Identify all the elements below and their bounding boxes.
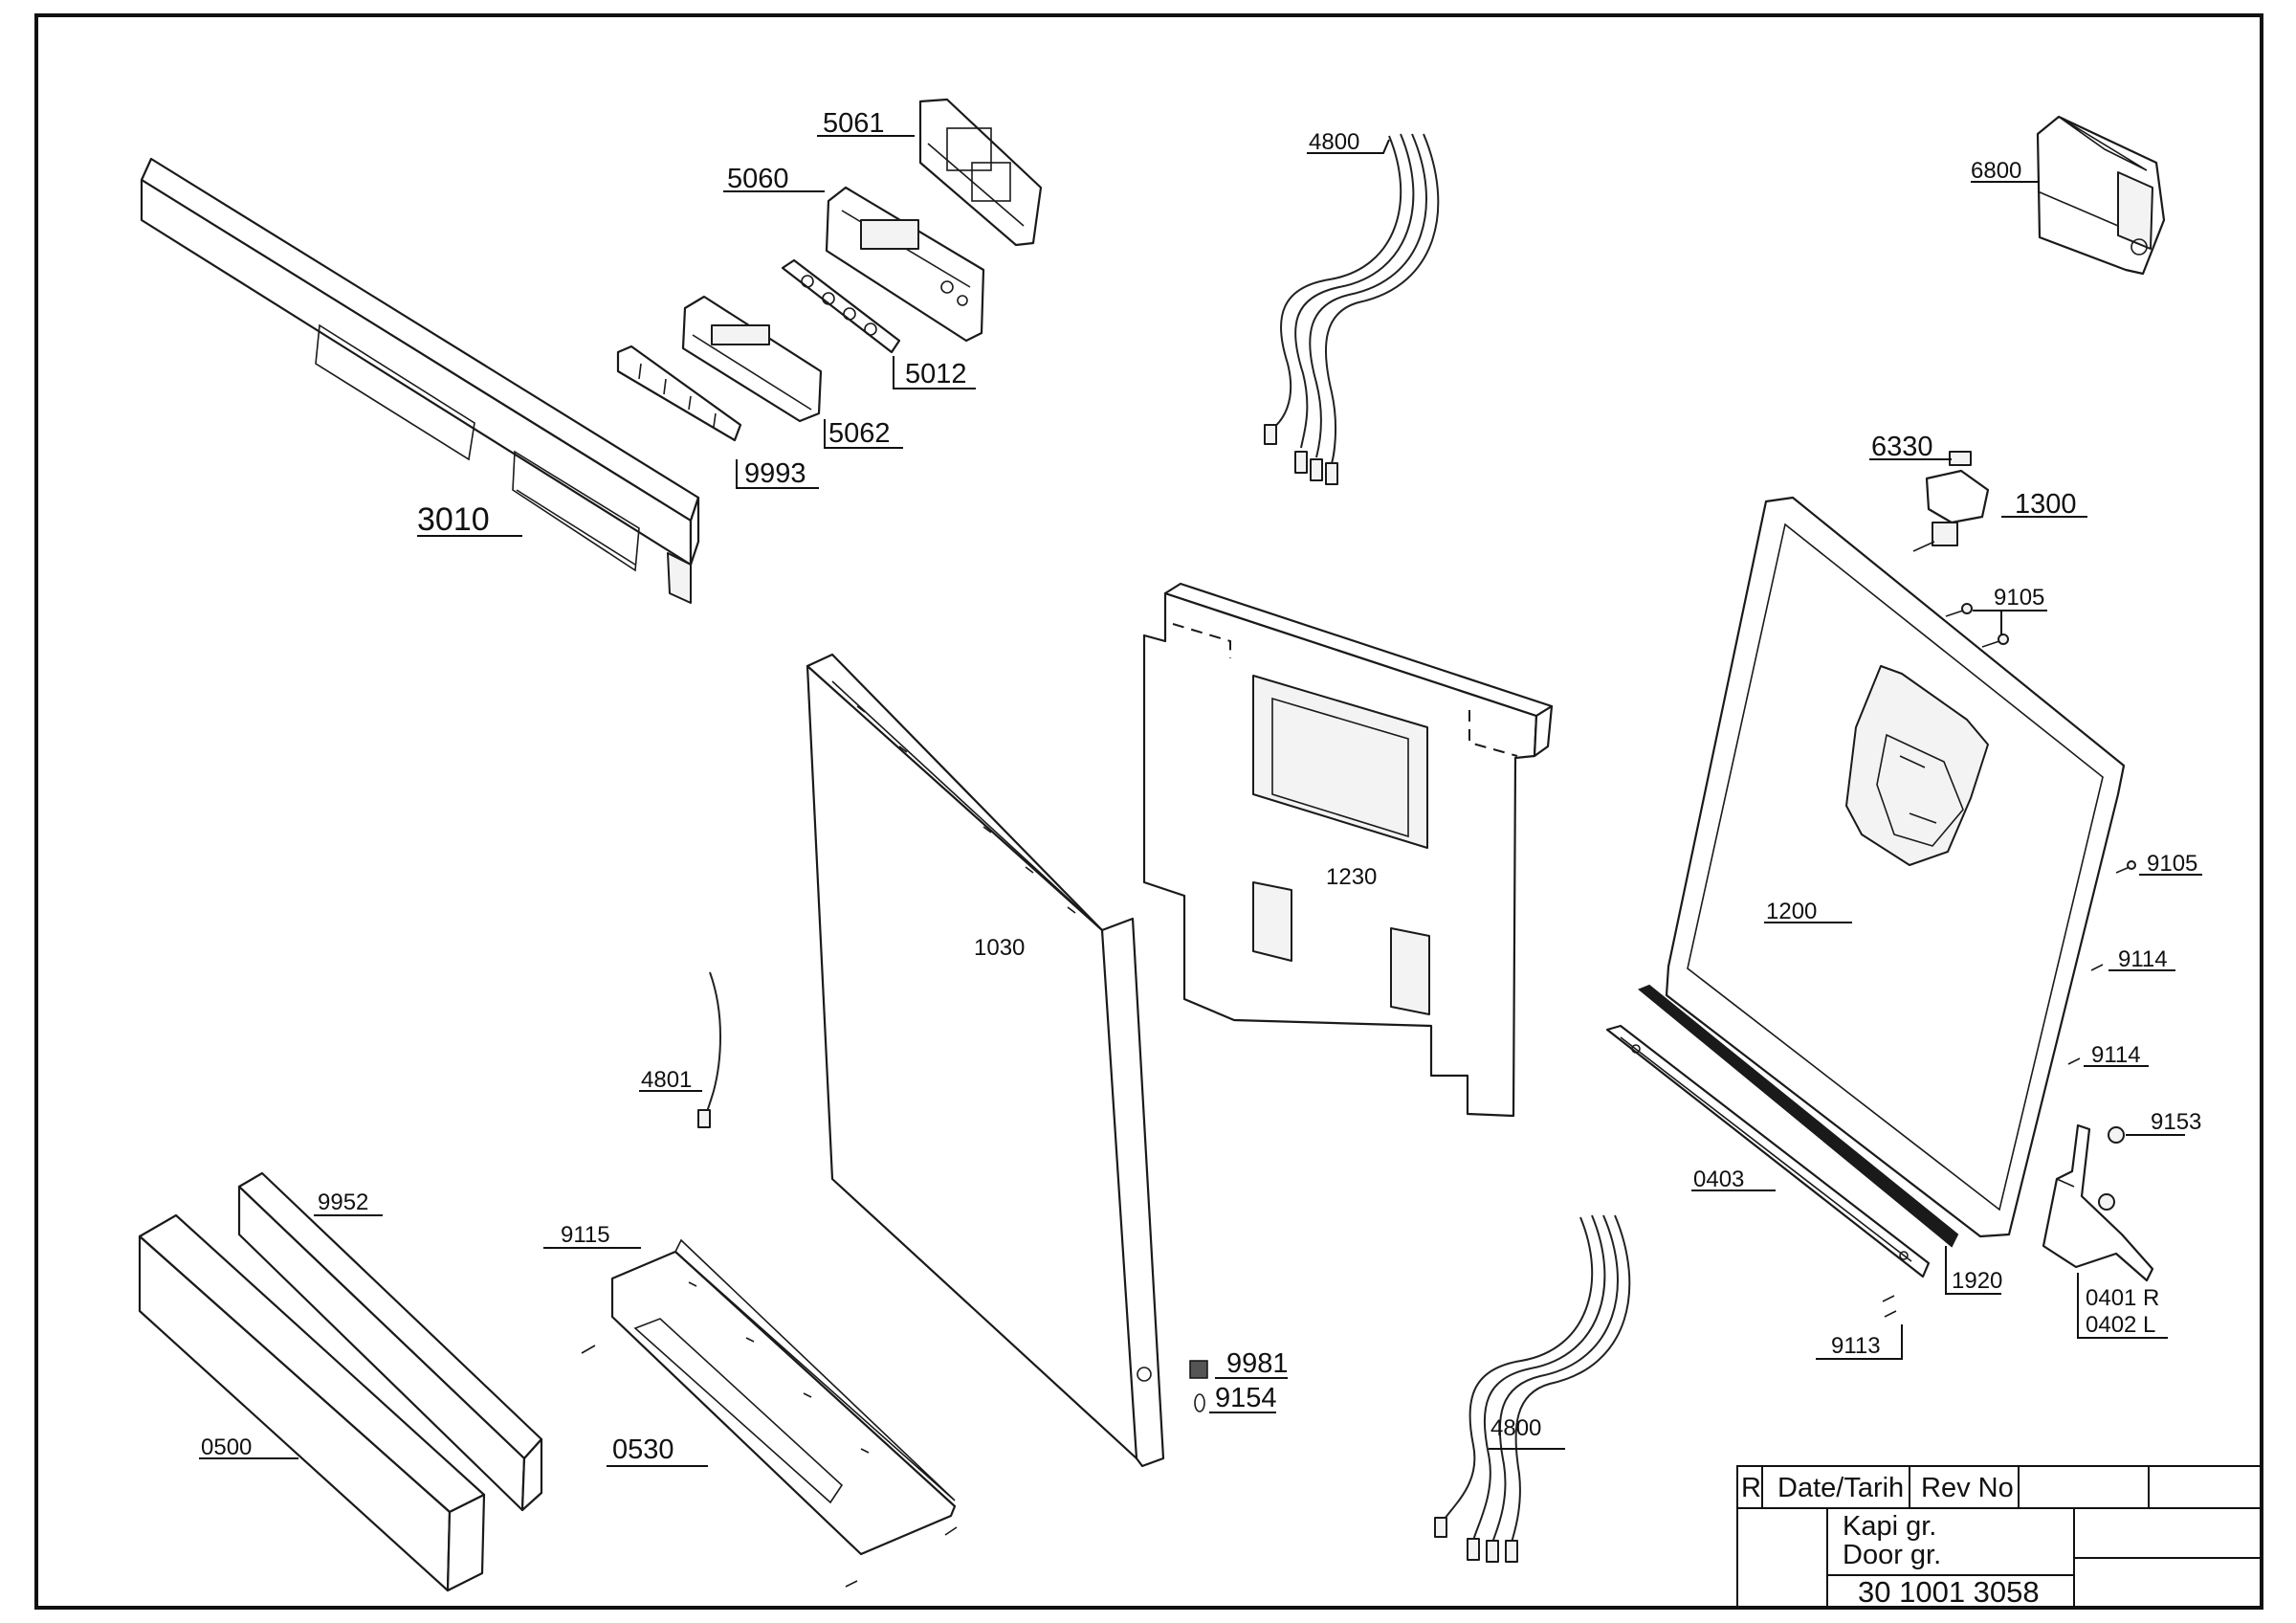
title-block-doc-number: 30 1001 3058 [1858, 1575, 2040, 1609]
label-5061: 5061 [823, 108, 885, 139]
label-9114-b: 9114 [2091, 1042, 2141, 1068]
label-6800: 6800 [1971, 158, 2021, 184]
label-0530: 0530 [612, 1434, 674, 1465]
part-5061-board-frame [918, 98, 1043, 247]
label-1200: 1200 [1766, 899, 1817, 924]
title-block-name-tr: Kapi gr. [1843, 1511, 1936, 1542]
part-0500-handle-cover [138, 1213, 486, 1592]
leader-9105-upper [1973, 610, 2002, 635]
label-3010: 3010 [417, 501, 490, 538]
label-1030: 1030 [974, 935, 1025, 961]
part-1920-gasket [1638, 984, 1959, 1248]
part-1230-insulation [1142, 582, 1554, 1118]
label-9114-a: 9114 [2118, 946, 2168, 972]
part-5012-button-strip [781, 258, 901, 354]
label-5060: 5060 [727, 164, 789, 194]
label-0401-r: 0401 R [2086, 1285, 2159, 1311]
title-block-date-header: Date/Tarih [1777, 1473, 1904, 1503]
leader-5062 [824, 419, 903, 449]
part-4801-cable [697, 971, 721, 1128]
part-9981-9154-small [1189, 1360, 1208, 1412]
label-0402-l: 0402 L [2086, 1312, 2155, 1338]
label-0500: 0500 [201, 1434, 252, 1460]
leader-4800-top [1307, 139, 1390, 154]
part-9952-handle [237, 1171, 543, 1512]
part-3010-control-panel [140, 157, 700, 604]
label-5062: 5062 [828, 418, 891, 449]
leader-5012 [893, 356, 976, 389]
part-5062-display-module [681, 295, 823, 423]
part-1030-outer-door [806, 653, 1165, 1468]
label-1920: 1920 [1952, 1268, 2002, 1294]
part-9993-keypad [616, 345, 742, 442]
part-9113-screws [1882, 1295, 1897, 1318]
leader-9113 [1816, 1324, 1903, 1360]
label-9154: 9154 [1215, 1383, 1277, 1413]
label-4800-top: 4800 [1309, 129, 1359, 155]
label-9993: 9993 [744, 458, 806, 489]
part-4800-harness-top [1264, 133, 1440, 485]
label-9113: 9113 [1831, 1333, 1881, 1359]
title-block-rev-header: R [1741, 1473, 1761, 1503]
part-1200-inner-door [1665, 496, 2126, 1238]
leader-1920 [1945, 1246, 2001, 1295]
label-9952: 9952 [318, 1189, 368, 1215]
label-9153: 9153 [2151, 1109, 2201, 1135]
part-6800-dispenser [2036, 115, 2166, 276]
label-9115: 9115 [561, 1222, 610, 1248]
label-9105-side: 9105 [2147, 851, 2197, 877]
part-0403-rail [1605, 1024, 1931, 1278]
part-0530-bottom-bracket [581, 1238, 958, 1588]
label-5012: 5012 [905, 359, 967, 389]
label-4800-bottom: 4800 [1490, 1415, 1541, 1441]
title-block-name-en: Door gr. [1843, 1540, 1941, 1570]
title-block [1736, 1465, 2263, 1609]
label-4801: 4801 [641, 1067, 692, 1093]
part-4800-harness-bottom [1434, 1214, 1631, 1563]
part-9153-hinge [2042, 1123, 2154, 1282]
label-1230: 1230 [1326, 864, 1377, 890]
title-block-revno-header: Rev No [1921, 1473, 2014, 1503]
label-9981: 9981 [1226, 1348, 1289, 1379]
leader-0401-0402 [2077, 1273, 2168, 1339]
label-0403: 0403 [1693, 1167, 1744, 1192]
part-side-screws [2067, 860, 2136, 1065]
leader-9993 [736, 459, 819, 489]
label-6330: 6330 [1871, 432, 1933, 462]
drawing-frame [34, 13, 2263, 1610]
part-9105-screws-upper [1945, 603, 2009, 648]
label-9105-upper: 9105 [1994, 585, 2044, 611]
part-6330-1300-latch [1912, 451, 1990, 552]
label-1300: 1300 [2015, 489, 2077, 520]
part-5060-electronic-card [825, 186, 985, 343]
